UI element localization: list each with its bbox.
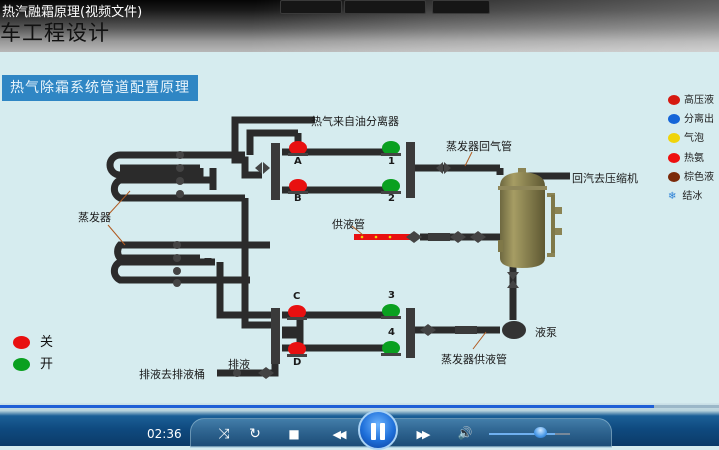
dot-icon (668, 133, 680, 143)
elapsed-time: 02:36 (147, 427, 182, 441)
dotted-dot-icon (668, 172, 680, 182)
valve-label-A: A (294, 156, 302, 167)
valve-A (288, 141, 308, 156)
valve-1 (381, 141, 401, 156)
volume-slider-fill[interactable] (489, 433, 555, 435)
valve-label-B: B (294, 193, 302, 204)
legend-closed: 关 (13, 331, 53, 350)
manifold-12-right (406, 142, 415, 198)
top-menu-button-1[interactable] (280, 0, 342, 14)
valve-liquid-1 (406, 231, 422, 243)
evaporator-coil-upper-1 (106, 151, 245, 179)
liquid-pump (502, 321, 526, 339)
label-drain: 排液 (228, 358, 250, 371)
separator-vessel (498, 168, 562, 268)
valve-4 (381, 341, 401, 356)
volume-button[interactable]: 🔊 (457, 426, 473, 440)
legend-bubble: 气泡 (668, 129, 704, 144)
stop-button[interactable]: ■ (288, 427, 300, 441)
legend-high-pressure-liquid: 高压液 (668, 91, 714, 106)
evaporator-coil-lower-2 (110, 258, 250, 284)
pause-button[interactable] (358, 410, 398, 450)
supply-filter (455, 326, 477, 334)
label-evaporator: 蒸发器 (78, 211, 111, 224)
valve-hot-gas (255, 162, 270, 174)
valve-drain (258, 367, 274, 379)
valve-label-1: 1 (388, 156, 395, 167)
top-menu-button-2[interactable] (344, 0, 426, 14)
valve-label-3: 3 (388, 290, 395, 301)
snowflake-icon: ❄ (668, 191, 677, 202)
volume-slider-handle[interactable] (534, 427, 547, 438)
shuffle-button[interactable]: ⤨ (218, 426, 230, 442)
green-dot-icon (13, 358, 30, 371)
label-drain-to-tank: 排液去排液桶 (139, 368, 205, 381)
valve-pump-vertical (507, 272, 519, 288)
valve-supply (420, 324, 436, 336)
pause-icon (371, 423, 376, 440)
top-menu-button-3[interactable] (432, 0, 490, 14)
label-evaporator-supply: 蒸发器供液管 (441, 353, 507, 366)
next-button[interactable]: ▶▶ (416, 428, 431, 441)
valve-2 (381, 179, 401, 194)
valve-label-2: 2 (388, 193, 395, 204)
valve-C (287, 305, 307, 320)
label-liquid-pump: 液泵 (535, 326, 557, 339)
label-liquid-supply: 供液管 (332, 218, 365, 231)
legend-brown-liquid: 棕色液 (668, 168, 714, 183)
valve-B (288, 179, 308, 194)
valve-label-C: C (293, 291, 301, 302)
valve-D (287, 342, 307, 357)
evaporator-coil-upper-2 (110, 176, 245, 202)
supply-pipe-hot (354, 234, 414, 240)
repeat-button[interactable]: ↻ (249, 426, 261, 442)
dot-icon (668, 114, 680, 124)
valve-label-D: D (293, 357, 302, 368)
valve-liquid-2 (450, 231, 466, 243)
window-title: 热汽融霜原理(视频文件) (2, 5, 143, 20)
label-return-to-compressor: 回汽去压缩机 (572, 172, 638, 185)
volume-slider-track[interactable] (555, 433, 570, 435)
seek-bar[interactable] (0, 405, 719, 408)
seek-progress (0, 405, 655, 408)
valve-liquid-3 (470, 231, 486, 243)
evaporator-coil-lower-1 (114, 241, 270, 262)
previous-button[interactable]: ◀◀ (332, 428, 347, 441)
legend-hot-ammonia: 热氨 (668, 149, 704, 164)
valve-3 (381, 304, 401, 319)
manifold-cd-left (271, 308, 280, 364)
label-hot-gas-source: 热气来自油分离器 (311, 115, 399, 128)
valve-label-4: 4 (388, 327, 395, 338)
legend-open: 开 (13, 353, 53, 372)
legend-separated: 分离出 (668, 110, 714, 125)
red-dot-icon (13, 336, 30, 349)
dot-icon (668, 153, 680, 163)
legend-ice: ❄结冰 (668, 191, 703, 202)
label-evaporator-return: 蒸发器回气管 (446, 140, 512, 153)
course-title: 车工程设计 (0, 21, 110, 45)
dotted-dot-icon (668, 95, 680, 105)
valve-return (436, 162, 451, 174)
filter (428, 233, 450, 241)
manifold-ab-left (271, 143, 280, 200)
diagram-banner: 热气除霜系统管道配置原理 (2, 75, 198, 101)
manifold-34-right (406, 308, 415, 358)
